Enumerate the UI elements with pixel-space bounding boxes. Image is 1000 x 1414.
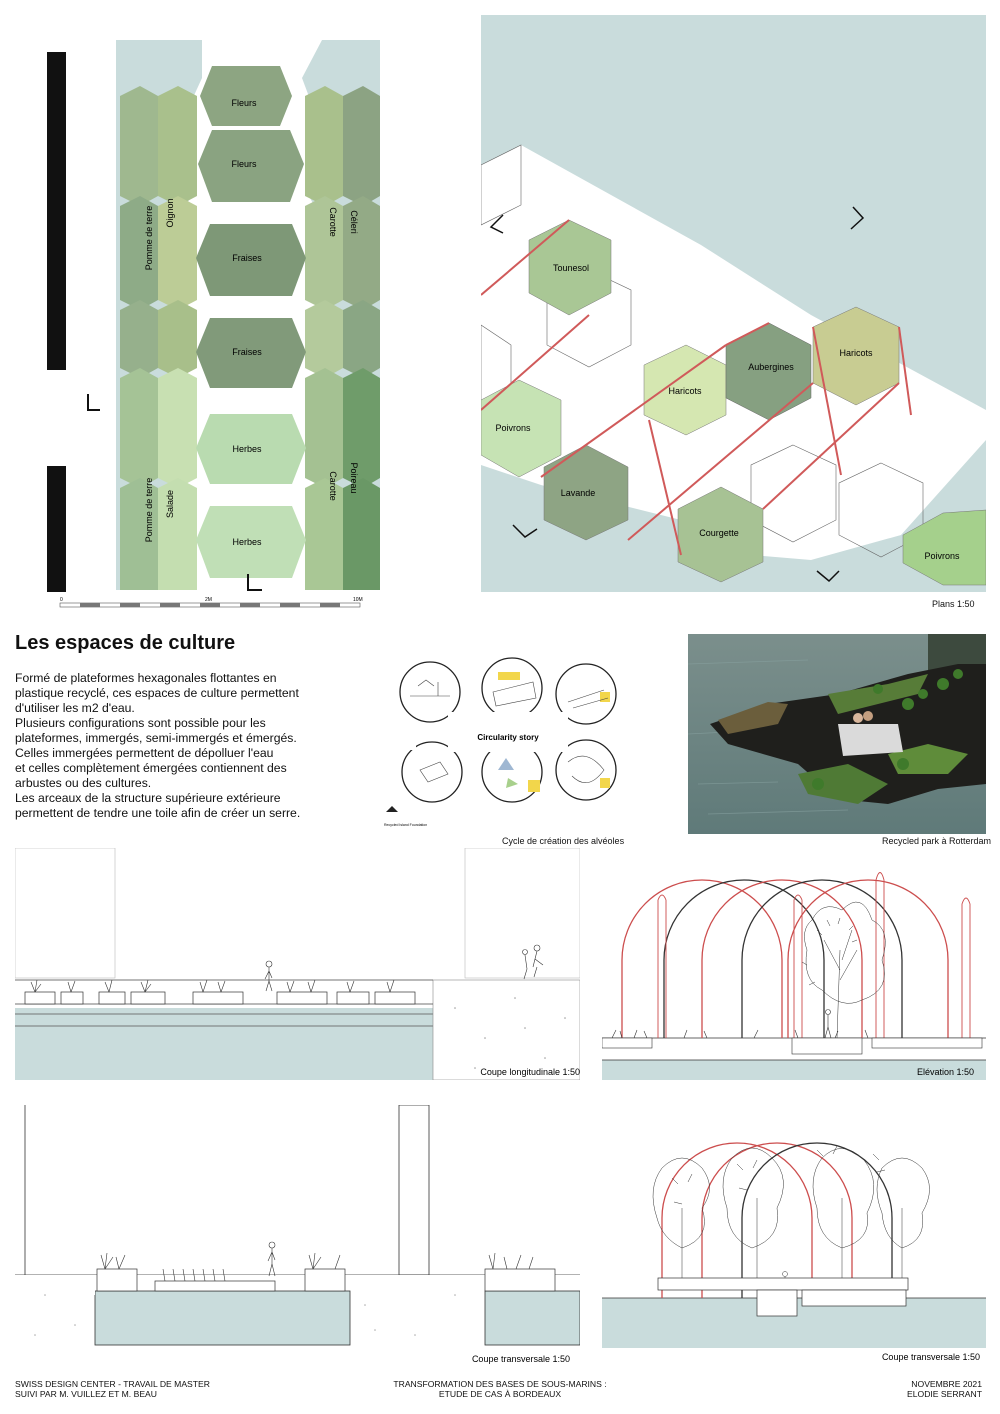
caption-cycle: Cycle de création des alvéoles (502, 836, 625, 846)
label-haricots-2: Haricots (839, 348, 873, 358)
elevation: Elévation 1:50 (601, 860, 986, 1080)
circularity-title: Circularity story (477, 733, 539, 742)
label-herbes-2: Herbes (232, 537, 262, 547)
label-haricots-1: Haricots (668, 386, 702, 396)
plan-left: Fleurs Fleurs Fraises Fraises Herbes Her… (40, 38, 409, 618)
label-celeri: Céleri (349, 210, 359, 234)
circularity-org: Recycled Island Foundation (384, 823, 427, 827)
footer-center: TRANSFORMATION DES BASES DE SOUS-MARINS … (393, 1379, 607, 1399)
label-pomme-1: Pomme de terre (144, 206, 154, 271)
description-paragraph: Formé de plateformes hexagonales flottan… (15, 671, 301, 820)
photo-recycled-park (688, 634, 986, 834)
wall-black-bottom (47, 466, 66, 592)
caption-coupe-transversale-2: Coupe transversale 1:50 (882, 1352, 980, 1362)
label-herbes-1: Herbes (232, 444, 262, 454)
footer-right: NOVEMBRE 2021 ELODIE SERRANT (907, 1379, 982, 1399)
caption-coupe-longitudinale: Coupe longitudinale 1:50 (480, 1067, 580, 1077)
label-aubergines: Aubergines (748, 362, 794, 372)
label-fleurs-2: Fleurs (231, 159, 257, 169)
caption-photo: Recycled park à Rotterdam (882, 836, 992, 846)
label-tounesol: Tounesol (553, 263, 589, 273)
coupe-transversale-1: Coupe transversale 1:50 (15, 1104, 581, 1367)
section-title: Les espaces de culture (15, 632, 236, 654)
caption-elevation: Elévation 1:50 (917, 1067, 974, 1077)
label-courgette: Courgette (699, 528, 739, 538)
coupe-transversale-2: Coupe transversale 1:50 (602, 1128, 986, 1368)
label-fraises-2: Fraises (232, 347, 262, 357)
circularity-diagram: Circularity story Recycled Island Founda… (368, 652, 618, 832)
svg-text:0: 0 (60, 597, 63, 603)
label-lavande: Lavande (561, 488, 596, 498)
wall-black-top (47, 52, 66, 370)
label-poivrons-1: Poivrons (495, 423, 531, 433)
label-poireau: Poireau (349, 462, 359, 493)
label-carotte-2: Carotte (328, 471, 338, 501)
svg-text:10M: 10M (353, 597, 363, 603)
label-poivrons-2: Poivrons (924, 551, 960, 561)
label-oignon: Oignon (165, 198, 175, 227)
plan-left-drawing: Fleurs Fleurs Fraises Fraises Herbes Her… (47, 40, 409, 608)
caption-plans: Plans 1:50 (932, 599, 975, 609)
label-salade: Salade (165, 490, 175, 518)
plan-right: Tounesol Haricots Aubergines Haricots Po… (480, 15, 987, 592)
plan-right-drawing: Tounesol Haricots Aubergines Haricots Po… (480, 15, 987, 592)
label-fraises-1: Fraises (232, 253, 262, 263)
svg-text:2M: 2M (205, 597, 212, 603)
caption-coupe-transversale-1: Coupe transversale 1:50 (472, 1354, 570, 1364)
label-fleurs-1: Fleurs (231, 98, 257, 108)
label-pomme-2: Pomme de terre (144, 478, 154, 543)
footer-left: SWISS DESIGN CENTER - TRAVAIL DE MASTER … (15, 1379, 210, 1399)
coupe-longitudinale: Coupe longitudinale 1:50 (14, 847, 581, 1081)
label-carotte-1: Carotte (328, 207, 338, 237)
scale-bar: 0 2M 10M (59, 597, 363, 608)
